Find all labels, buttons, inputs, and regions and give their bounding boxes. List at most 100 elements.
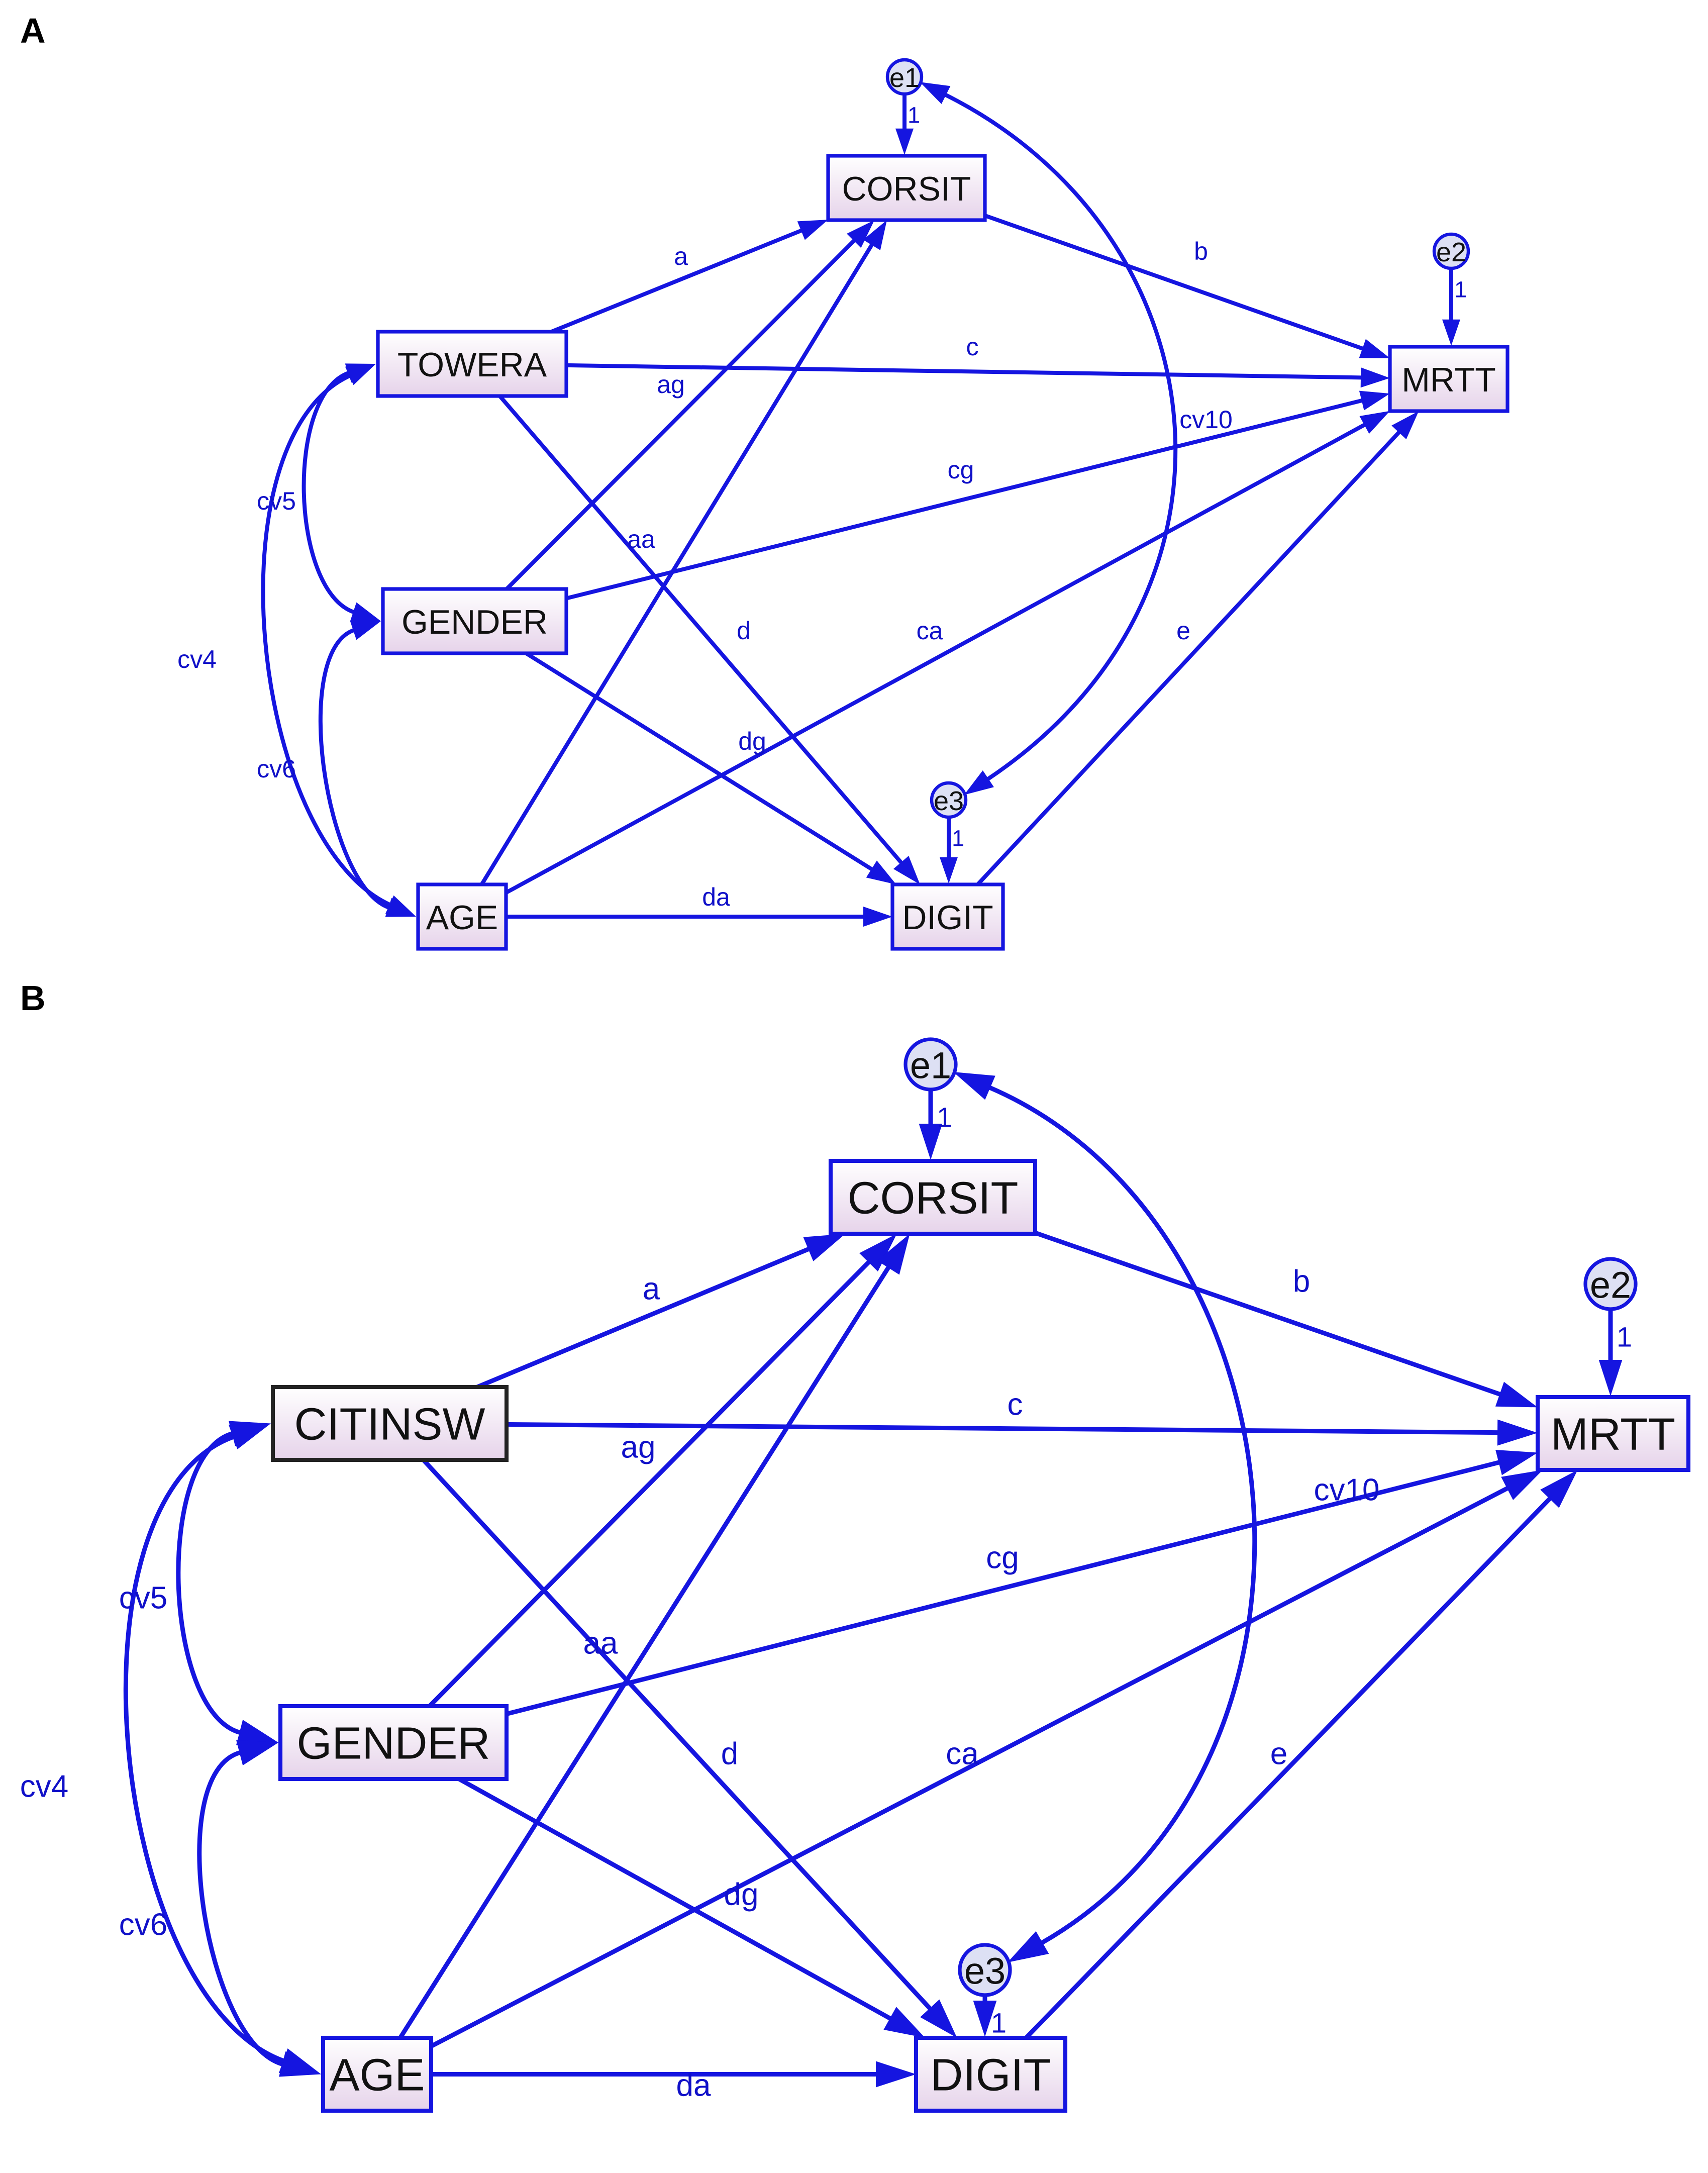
error-node-e2 xyxy=(1583,1257,1638,1311)
fixed-loading-e1: 1 xyxy=(908,103,920,128)
node-label-towera: TOWERA xyxy=(397,346,547,384)
error-label-e3: e3 xyxy=(934,786,964,816)
panel-letter: B xyxy=(20,978,46,1018)
path-a xyxy=(551,228,803,334)
error-path-e1-head xyxy=(919,1124,943,1160)
path-c-head xyxy=(1497,1419,1538,1446)
label-c: c xyxy=(966,333,979,361)
fixed-loading-e2: 1 xyxy=(1454,277,1467,303)
fixed-loading-e1: 1 xyxy=(937,1102,952,1133)
label-cv4: cv4 xyxy=(177,645,217,673)
path-dg-head xyxy=(883,2007,925,2038)
cov-cv4 xyxy=(261,373,391,907)
label-ca: ca xyxy=(917,617,943,645)
label-cv10: cv10 xyxy=(1314,1473,1380,1508)
path-d xyxy=(422,1458,932,2011)
node-digit xyxy=(890,882,1005,951)
path-ca-head xyxy=(1359,411,1390,434)
path-aa xyxy=(398,1265,891,2039)
path-b xyxy=(1034,1230,1501,1397)
path-c xyxy=(566,363,1362,380)
label-a: a xyxy=(674,242,688,270)
label-e: e xyxy=(1270,1737,1287,1771)
label-ag: ag xyxy=(621,1430,656,1465)
node-label-gender: GENDER xyxy=(401,603,548,641)
path-a-head xyxy=(797,220,828,240)
node-label-corsit: CORSIT xyxy=(842,170,971,208)
cov-cv6 xyxy=(197,1750,284,2067)
cov-cv6 xyxy=(318,628,390,910)
label-ca: ca xyxy=(946,1737,979,1771)
error-label-e2: e2 xyxy=(1436,237,1466,267)
node-age xyxy=(321,2035,434,2113)
error-path-e2-head xyxy=(1442,319,1460,346)
label-b: b xyxy=(1293,1264,1310,1299)
label-a: a xyxy=(643,1272,660,1307)
error-label-e3: e3 xyxy=(964,1950,1006,1992)
label-dg: dg xyxy=(738,727,766,755)
cov-cv6-head-start xyxy=(236,1740,278,1765)
cov-cv10 xyxy=(988,1085,1257,1945)
label-c: c xyxy=(1008,1388,1023,1422)
error-node-e1 xyxy=(903,1037,958,1092)
label-d: d xyxy=(737,617,751,645)
path-cg xyxy=(566,398,1363,601)
path-da-head xyxy=(863,907,892,927)
cov-cv5-head-end xyxy=(350,602,381,622)
fixed-loading-e3: 1 xyxy=(952,826,964,851)
node-citinsw xyxy=(270,1385,509,1462)
fixed-loading-e3: 1 xyxy=(991,2007,1007,2039)
label-e: e xyxy=(1176,617,1190,645)
path-ag xyxy=(505,238,856,590)
node-corsit xyxy=(826,154,987,222)
error-path-e3-head xyxy=(940,857,958,883)
label-cg: cg xyxy=(986,1541,1019,1575)
path-e xyxy=(976,430,1401,886)
path-dg-head xyxy=(866,860,896,884)
label-da: da xyxy=(702,883,730,911)
label-aa: aa xyxy=(627,525,655,553)
error-label-e1: e1 xyxy=(889,63,920,93)
path-b-head xyxy=(1359,339,1390,358)
cov-cv10-head-end xyxy=(964,770,994,795)
node-gender xyxy=(278,1704,509,1782)
path-cg-head xyxy=(1359,390,1390,411)
path-e-head xyxy=(1391,411,1419,440)
cov-cv5-head-end xyxy=(236,1720,278,1745)
label-dg: dg xyxy=(724,1878,759,1912)
panel-b: Be11e21e31CITINSWGENDERAGECORSITMRTTDIGI… xyxy=(20,978,1691,2113)
label-cv5: cv5 xyxy=(119,1581,167,1616)
error-node-e2 xyxy=(1432,232,1470,270)
path-cg-head xyxy=(1495,1449,1538,1475)
path-c xyxy=(506,1422,1499,1435)
node-label-mrtt: MRTT xyxy=(1551,1410,1675,1460)
label-cg: cg xyxy=(948,456,974,484)
node-digit xyxy=(914,2035,1068,2113)
cov-cv10 xyxy=(944,92,1178,781)
node-mrtt xyxy=(1388,345,1510,413)
cov-cv4-head-start xyxy=(228,1423,271,1449)
path-e xyxy=(1024,1496,1552,2040)
path-c-head xyxy=(1360,367,1390,388)
cov-cv10-head-start xyxy=(920,82,951,105)
error-node-e3 xyxy=(958,1943,1012,1997)
label-d: d xyxy=(721,1737,738,1771)
node-mrtt xyxy=(1535,1395,1691,1472)
error-path-e3-head xyxy=(973,2001,997,2037)
fixed-loading-e2: 1 xyxy=(1617,1321,1632,1353)
node-label-age: AGE xyxy=(329,2050,425,2101)
path-aa-head xyxy=(863,220,887,250)
label-b: b xyxy=(1194,237,1208,265)
error-path-e2-head xyxy=(1598,1360,1623,1396)
path-ca xyxy=(505,423,1366,895)
path-b-head xyxy=(1495,1381,1538,1408)
node-label-digit: DIGIT xyxy=(931,2050,1051,2101)
label-cv4: cv4 xyxy=(20,1769,68,1804)
path-d xyxy=(498,394,903,865)
error-label-e1: e1 xyxy=(910,1045,951,1086)
panel-letter: A xyxy=(20,11,46,50)
error-node-e3 xyxy=(930,781,968,819)
error-path-e1-head xyxy=(895,128,914,155)
node-label-digit: DIGIT xyxy=(902,899,993,937)
cov-cv4-head-start xyxy=(345,364,376,385)
